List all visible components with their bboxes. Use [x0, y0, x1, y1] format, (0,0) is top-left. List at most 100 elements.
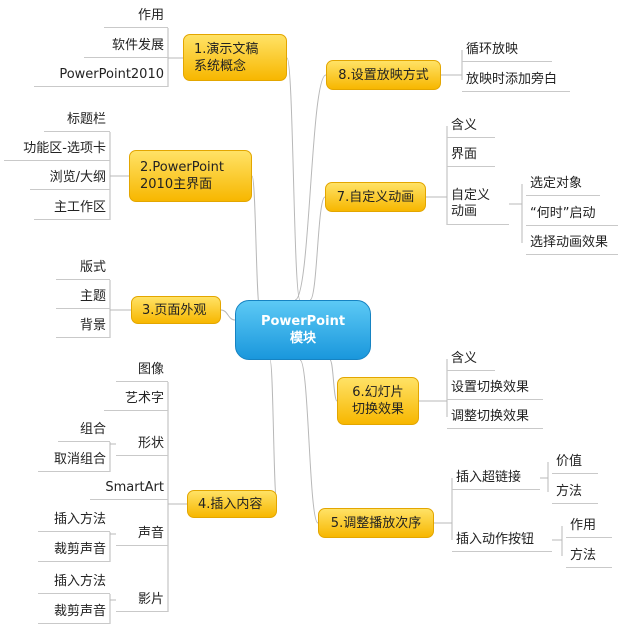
leaf-text: 循环放映	[466, 41, 519, 57]
topic-4-video-insert-method[interactable]: 插入方法	[38, 570, 110, 594]
topic-6-slide-transition[interactable]: 6.幻灯片切换效果	[337, 377, 419, 425]
leaf-text: 图像	[137, 361, 164, 377]
topic-1-presentation-concept[interactable]: 1.演示文稿系统概念	[183, 34, 287, 81]
edge-root-topic-3	[220, 309, 236, 321]
topic-2-line1: 2.PowerPoint	[140, 160, 224, 175]
topic-4-sound-insert-method[interactable]: 插入方法	[38, 508, 110, 532]
leaf-text: 艺术字	[124, 390, 164, 406]
topic-6-item-adjust-transition[interactable]: 调整切换效果	[447, 405, 543, 429]
topic-4-label: 4.插入内容	[198, 496, 263, 512]
topic-2-main-interface[interactable]: 2.PowerPoint 2010主界面	[129, 150, 252, 202]
leaf-text: 选定对象	[530, 175, 583, 191]
topic-3-page-appearance[interactable]: 3.页面外观	[131, 296, 221, 324]
topic-5-playback-order[interactable]: 5.调整播放次序	[318, 508, 434, 538]
leaf-text: 调整切换效果	[451, 408, 530, 424]
root-line2: 模块	[289, 331, 316, 346]
topic-7-item-interface[interactable]: 界面	[447, 143, 495, 167]
topic-8-item-narration[interactable]: 放映时添加旁白	[462, 68, 570, 92]
topic-5-action-function[interactable]: 作用	[566, 514, 612, 538]
leaf-text: 设置切换效果	[451, 379, 530, 395]
topic-3-item-layout[interactable]: 版式	[56, 256, 110, 280]
custom-line2: 动画	[451, 203, 478, 219]
topic-4-shape-group[interactable]: 组合	[58, 418, 110, 442]
topic-4-item-wordart[interactable]: 艺术字	[104, 387, 168, 411]
topic-1-line1: 1.演示文稿	[194, 41, 259, 57]
topic-5-hyperlink-method[interactable]: 方法	[552, 480, 598, 504]
leaf-text: 含义	[451, 350, 478, 366]
topic-7-item-meaning[interactable]: 含义	[447, 114, 495, 138]
topic-2-item-ribbon-tabs[interactable]: 功能区-选项卡	[4, 137, 110, 161]
topic-8-show-settings[interactable]: 8.设置放映方式	[326, 60, 441, 90]
topic-8-item-loop[interactable]: 循环放映	[462, 38, 552, 62]
topic-8-label: 8.设置放映方式	[338, 67, 429, 83]
leaf-text: 作用	[137, 7, 164, 23]
topic-4-item-sound[interactable]: 声音	[116, 522, 168, 546]
topic-2-line2: 2010主界面	[140, 177, 213, 192]
topic-4-item-shape[interactable]: 形状	[116, 432, 168, 456]
leaf-text: 插入动作按钮	[456, 531, 535, 547]
leaf-text: PowerPoint2010	[59, 66, 164, 82]
topic-6-line1: 6.幻灯片	[352, 385, 404, 400]
topic-1-item-function[interactable]: 作用	[104, 4, 168, 28]
leaf-text: 软件发展	[111, 37, 164, 53]
leaf-text: 主工作区	[53, 199, 106, 215]
leaf-text: 功能区-选项卡	[23, 140, 106, 156]
topic-7-custom-when-start[interactable]: “何时”启动	[526, 202, 618, 226]
leaf-text: 形状	[137, 435, 164, 451]
topic-2-item-title-bar[interactable]: 标题栏	[44, 108, 110, 132]
topic-4-item-smartart[interactable]: SmartArt	[90, 476, 168, 500]
topic-5-action-method[interactable]: 方法	[566, 544, 612, 568]
edge-root-topic-1	[286, 57, 301, 301]
root-line1: PowerPoint	[260, 314, 346, 329]
leaf-text: 插入方法	[53, 573, 106, 589]
leaf-text: 浏览/大纲	[49, 169, 106, 185]
leaf-text: 方法	[570, 547, 597, 563]
topic-4-sound-trim[interactable]: 裁剪声音	[38, 538, 110, 562]
edge-root-topic-7	[309, 196, 326, 301]
leaf-text: 插入超链接	[456, 469, 522, 485]
topic-4-video-trim[interactable]: 裁剪声音	[38, 600, 110, 624]
topic-4-item-video[interactable]: 影片	[116, 588, 168, 612]
leaf-text: 选择动画效果	[530, 234, 609, 250]
topic-4-item-image[interactable]: 图像	[116, 358, 168, 382]
leaf-text: 标题栏	[66, 111, 106, 127]
topic-4-shape-ungroup[interactable]: 取消组合	[38, 448, 110, 472]
leaf-text: 取消组合	[53, 451, 106, 467]
topic-1-line2: 系统概念	[194, 58, 247, 74]
leaf-text: 作用	[570, 517, 597, 533]
leaf-text: 版式	[79, 259, 106, 275]
leaf-text: 裁剪声音	[53, 541, 106, 557]
topic-3-label: 3.页面外观	[142, 302, 207, 318]
leaf-text: 声音	[137, 525, 164, 541]
topic-7-custom-animation[interactable]: 7.自定义动画	[325, 182, 426, 212]
topic-4-insert-content[interactable]: 4.插入内容	[187, 490, 277, 518]
edge-root-topic-6	[329, 359, 338, 402]
topic-6-item-meaning[interactable]: 含义	[447, 347, 495, 371]
topic-2-item-main-workspace[interactable]: 主工作区	[34, 196, 110, 220]
topic-2-item-browse-outline[interactable]: 浏览/大纲	[30, 166, 110, 190]
leaf-text: 界面	[451, 146, 478, 162]
topic-5-hyperlink-value[interactable]: 价值	[552, 450, 598, 474]
leaf-text: 背景	[79, 317, 106, 333]
topic-3-item-background[interactable]: 背景	[56, 314, 110, 338]
edge-root-topic-4	[269, 359, 278, 505]
edge-root-topic-5	[299, 359, 319, 524]
topic-1-item-software-history[interactable]: 软件发展	[84, 34, 168, 58]
leaf-text: 组合	[79, 421, 106, 437]
topic-5-item-insert-hyperlink[interactable]: 插入超链接	[452, 466, 540, 490]
edge-root-topic-2	[251, 175, 261, 311]
leaf-text: 影片	[137, 591, 164, 607]
topic-7-label: 7.自定义动画	[336, 189, 415, 205]
leaf-text: 放映时添加旁白	[466, 71, 558, 87]
topic-3-item-theme[interactable]: 主题	[56, 285, 110, 309]
topic-5-item-insert-action-button[interactable]: 插入动作按钮	[452, 528, 552, 552]
custom-line1: 自定义	[451, 187, 491, 203]
root-node[interactable]: PowerPoint 模块	[235, 300, 371, 360]
topic-1-item-powerpoint2010[interactable]: PowerPoint2010	[34, 63, 168, 87]
topic-6-item-set-transition[interactable]: 设置切换效果	[447, 376, 543, 400]
topic-7-item-custom-animation[interactable]: 自定义动画	[447, 183, 509, 225]
topic-7-custom-select-object[interactable]: 选定对象	[526, 172, 600, 196]
topic-7-custom-choose-effect[interactable]: 选择动画效果	[526, 231, 618, 255]
